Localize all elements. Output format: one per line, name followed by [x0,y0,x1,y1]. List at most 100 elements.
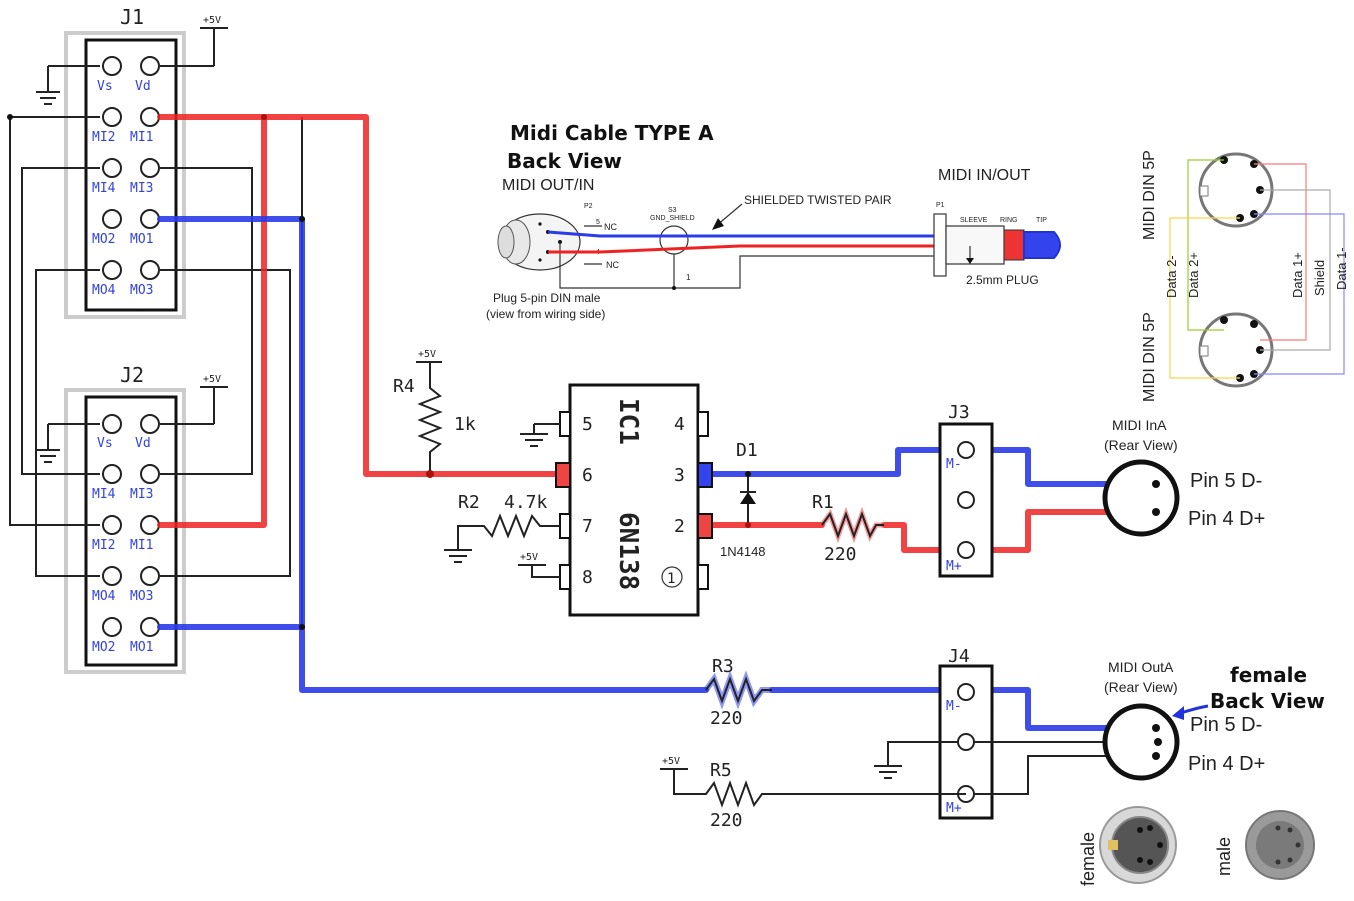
cable-n1: 1 [686,273,691,282]
j2-pin-label: MI3 [130,487,153,502]
j1-label: J1 [120,5,144,29]
cable-plug-label: 2.5mm PLUG [966,273,1039,287]
resistor-r5: +5V R5 220 [660,756,966,831]
cable-p2: P2 [584,203,593,210]
r5-name: R5 [710,760,732,781]
cable-tip: TIP [1036,217,1047,224]
cable-s3: S3 [668,207,677,214]
connector-j4: J4 M- M+ [938,646,994,820]
r3-value: 220 [710,708,743,729]
j2-pin-label: MO2 [92,640,115,655]
din-wire-shield: Shield [1312,260,1327,296]
male-connector-photo: male [1214,810,1315,880]
midi-out-subtitle: (Rear View) [1104,679,1178,695]
cable-n5: 5 [596,219,600,226]
resistor-r3: R3 220 [703,656,772,729]
connector-j1: J1 +5V Vs Vd MI2 MI1 MI4 MI3 MO2 MO1 MO4… [36,5,228,319]
j2-pin-label: MO4 [92,589,116,604]
ic-pin-2: 2 [674,516,685,537]
ic-pin-7: 7 [582,516,593,537]
din-wire-data2-plus: Data 2+ [1186,252,1201,298]
midi-out-title: MIDI OutA [1108,659,1174,675]
ic-pin-8: 8 [582,567,593,588]
din-wire-data1-minus: Data 1- [1334,247,1349,290]
r4-supply: +5V [418,349,436,360]
cable-title: Midi Cable TYPE A [510,121,714,145]
cable-subtitle: Back View [507,149,622,173]
cable-left-label: MIDI OUT/IN [502,177,594,194]
ic-ground-symbol [520,423,560,447]
ic-part: 6N138 [613,512,643,590]
j1-pin-label: Vs [97,79,113,94]
midi-cable-diagram: Midi Cable TYPE A Back View MIDI OUT/IN … [486,121,1061,321]
cable-gnd-shield: GND_SHIELD [650,215,695,222]
j4-pin-plus: M+ [946,801,962,816]
photo-female-label: female [1078,832,1098,886]
j1-pin-label: MO4 [92,283,116,298]
d1-part: 1N4148 [720,544,766,559]
din-inset-top-label: MIDI DIN 5P [1141,150,1158,240]
r5-supply: +5V [662,756,680,767]
data-plus-wires [157,114,1159,553]
j2-pin-label: MI4 [92,487,116,502]
diode-d1: D1 1N4148 [720,440,766,559]
ic-pin-3: 3 [674,465,685,486]
r2-value: 4.7k [504,492,548,513]
ic-name: IC1 [613,398,643,445]
din-wire-data2-minus: Data 2- [1164,255,1179,298]
midi-in-subtitle: (Rear View) [1104,437,1178,453]
cable-sleeve: SLEEVE [960,217,988,224]
connector-j2: J2 +5V Vs Vd MI4 MI3 MI2 MI1 MO4 MO3 MO2… [36,363,228,674]
photo-male-label: male [1214,837,1234,876]
din-pinout-inset: MIDI DIN 5P MIDI DIN 5P Data 2- Data 2+ … [1141,150,1349,402]
resistor-r4: +5V R4 1k [393,349,476,478]
female-connector-photo: female [1078,806,1177,886]
j2-label: J2 [120,363,144,387]
r1-name: R1 [812,492,834,513]
j1-pin-label: MO3 [130,283,153,298]
j1-pins [102,56,160,280]
din-plug-icon [497,213,581,271]
ic-supply-label: +5V [520,552,538,563]
midi-in-connector: MIDI InA (Rear View) Pin 5 D- Pin 4 D+ [1102,417,1265,537]
midi-in-title: MIDI InA [1112,417,1167,433]
r4-name: R4 [393,376,415,397]
ic-pin-1-mark: 1 [667,571,675,587]
cable-plug-caption-1: Plug 5-pin DIN male [493,291,601,305]
midi-out-pin5: Pin 5 D- [1190,714,1262,736]
j4-label: J4 [948,646,970,667]
cable-p1: P1 [936,202,945,209]
r5-value: 220 [710,810,743,831]
resistor-r2: R2 4.7k [444,492,560,563]
midi-out-note-back-view: Back View [1210,689,1325,713]
j2-pin-label: MO1 [130,640,153,655]
j3-pin-plus: M+ [946,559,962,574]
j2-supply: +5V [203,374,221,385]
j3-pin-minus: M- [946,457,962,472]
j1-pin-label: MI2 [92,130,115,145]
midi-in-pin4: Pin 4 D+ [1188,508,1265,530]
cable-plug-caption-2: (view from wiring side) [486,307,605,321]
midi-out-pin4: Pin 4 D+ [1188,753,1265,775]
j2-pin-label: Vs [97,436,113,451]
j1-pin-label: MO1 [130,232,153,247]
midi-out-note-female: female [1230,663,1307,687]
resistor-r1: R1 220 [812,492,884,565]
ic1-6n138: 5 6 7 8 4 3 2 1 IC1 6N138 [555,383,713,617]
r1-value: 220 [824,544,857,565]
cable-ring: RING [1000,217,1018,224]
j3-label: J3 [948,402,970,423]
midi-in-pin5: Pin 5 D- [1190,470,1262,492]
ic-supply-pin8: +5V [518,552,560,578]
cable-pair-label: SHIELDED TWISTED PAIR [744,193,892,207]
j2-pin-label: MO3 [130,589,153,604]
j1-pin-label: MI1 [130,130,153,145]
j2-pin-label: MI2 [92,538,115,553]
cable-nc-top: NC [604,222,617,232]
r2-name: R2 [458,492,480,513]
r4-value: 1k [454,414,476,435]
midi-out-connector: MIDI OutA (Rear View) female Back View P… [1102,659,1325,781]
connector-j3: J3 M- M+ [938,402,994,578]
j2-pin-label: MI1 [130,538,153,553]
